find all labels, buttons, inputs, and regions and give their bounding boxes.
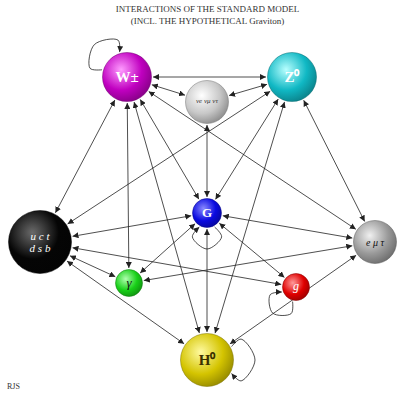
particle-sphere: u c t d s b — [8, 210, 72, 274]
interaction-arrow — [68, 91, 271, 224]
particle-sphere: γ — [115, 269, 143, 297]
particle-symbol: e μ τ — [366, 237, 384, 248]
interaction-arrow — [192, 227, 221, 249]
interaction-arrow — [152, 85, 185, 95]
particle-sphere: g — [282, 273, 310, 301]
author-initials: RJS — [7, 382, 20, 391]
particle-sphere: G — [192, 198, 222, 228]
interaction-arrow — [127, 103, 129, 268]
particle-sphere: Z⁰ — [267, 52, 317, 102]
interaction-arrow — [134, 102, 199, 333]
interaction-arrow — [153, 77, 266, 78]
interaction-arrow — [232, 339, 255, 381]
interaction-arrow — [144, 246, 353, 281]
particle-symbol: W± — [115, 69, 138, 86]
interaction-arrow — [230, 255, 356, 344]
particle-symbol: Z⁰ — [284, 69, 299, 86]
interaction-arrow — [207, 229, 208, 332]
interaction-arrow — [223, 216, 353, 238]
interaction-arrow — [215, 102, 284, 333]
particle-symbol: g — [293, 280, 299, 293]
interaction-arrow — [207, 125, 208, 197]
interaction-arrow — [219, 223, 284, 277]
interaction-arrow — [229, 84, 267, 95]
particle-sphere: W± — [102, 52, 152, 102]
particle-symbol: γ — [126, 276, 131, 290]
diagram-title: INTERACTIONS OF THE STANDARD MODEL (INCL… — [105, 4, 310, 27]
particle-sphere: H⁰ — [180, 333, 234, 387]
particle-symbol: νe νμ ντ — [196, 98, 218, 106]
interaction-arrow — [73, 216, 192, 237]
interaction-arrow — [73, 248, 282, 285]
interaction-arrow — [67, 261, 184, 344]
interaction-arrow — [140, 224, 195, 273]
particle-sphere: νe νμ ντ — [185, 80, 229, 124]
interaction-arrow — [55, 100, 114, 213]
particle-sphere: e μ τ — [353, 220, 397, 264]
interaction-arrow — [304, 100, 365, 221]
particle-symbol: G — [202, 206, 212, 220]
particle-symbol: H⁰ — [199, 352, 216, 369]
particle-symbol: u c t d s b — [28, 230, 52, 254]
interaction-arrow — [70, 256, 115, 277]
